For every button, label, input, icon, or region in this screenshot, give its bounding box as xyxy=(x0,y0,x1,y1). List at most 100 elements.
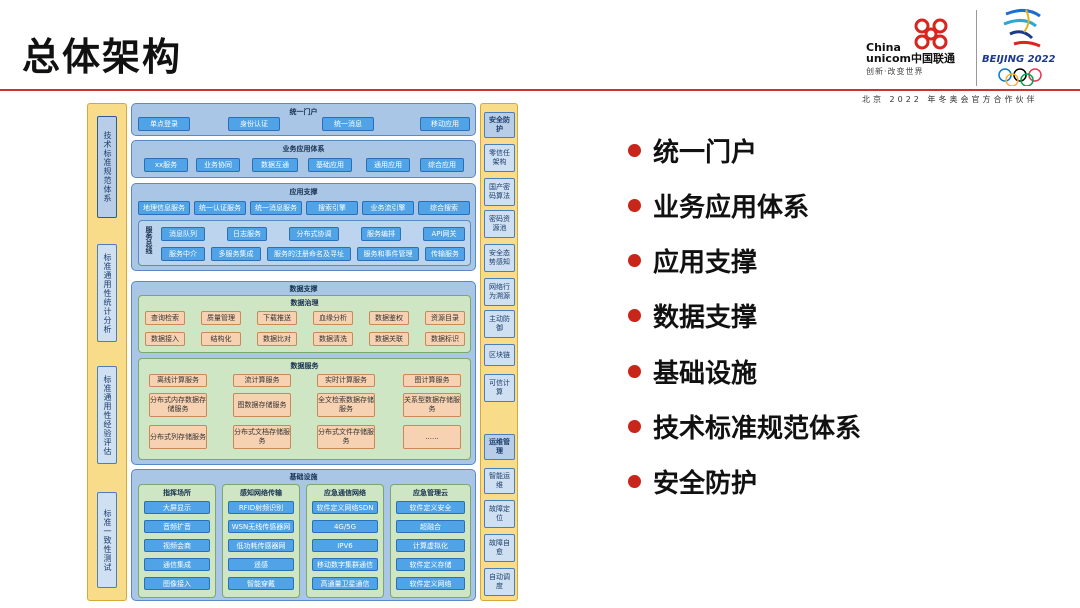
app-support-item-1: 地理信息服务 xyxy=(138,201,190,215)
right-bar-item-6: 网络行为溯源 xyxy=(484,278,515,306)
infra-col-4-item-4: 软件定义存储 xyxy=(396,558,465,571)
bullet-item-2: 业务应用体系 xyxy=(628,187,809,224)
app-support-layer: 应用支撑 地理信息服务 统一认证服务 统一消息服务 搜索引擎 业务流引擎 综合搜… xyxy=(131,183,476,271)
service-bus-group: 服务总线 消息队列 日志服务 分布式协调 服务编排 API网关 服务中介 多服务… xyxy=(138,220,471,266)
dataservice-item-7: 全文检索数据存储服务 xyxy=(317,393,375,417)
infra-col-3-item-3: IPV6 xyxy=(312,539,378,552)
infra-col-4-item-2: 超融合 xyxy=(396,520,465,533)
dataservice-item-8: 关系型数据存储服务 xyxy=(403,393,461,417)
page-title: 总体架构 xyxy=(22,35,183,79)
portal-item-3: 统一消息 xyxy=(322,117,374,131)
app-support-item-2: 统一认证服务 xyxy=(194,201,246,215)
dataservice-item-5: 分布式内存数据存储服务 xyxy=(149,393,207,417)
portal-item-4: 移动应用 xyxy=(420,117,470,131)
infra-col-2: 感知网络传输 RFID射频识别 WSN无线传感器网 低功耗传感器网 遥感 智能穿… xyxy=(222,484,300,598)
right-bar-item-7: 主动防御 xyxy=(484,310,515,338)
unicom-knot-icon xyxy=(914,18,948,50)
right-bar-item-9: 可信计算 xyxy=(484,374,515,402)
business-layer: 业务应用体系 xx服务 业务协同 数据互通 基础应用 通用应用 综合应用 xyxy=(131,140,476,178)
partner-caption: 北京 2022 年冬奥会官方合作伙伴 xyxy=(862,95,1038,104)
bus-item-8: 服务的注册命名及寻址 xyxy=(267,247,351,261)
infra-col-3-item-2: 4G/5G xyxy=(312,520,378,533)
bus-item-10: 传输服务 xyxy=(425,247,465,261)
data-governance-title: 数据治理 xyxy=(290,299,319,307)
bus-item-7: 多服务集成 xyxy=(211,247,261,261)
infra-col-1-item-1: 大屏显示 xyxy=(144,501,210,514)
infra-col-2-item-4: 遥感 xyxy=(228,558,294,571)
infra-col-4-item-1: 软件定义安全 xyxy=(396,501,465,514)
data-services-title: 数据服务 xyxy=(290,362,319,370)
unicom-wordmark: China unicom中国联通 xyxy=(866,41,955,65)
infra-col-2-item-1: RFID射频识别 xyxy=(228,501,294,514)
business-title: 业务应用体系 xyxy=(282,145,325,153)
bus-item-3: 分布式协调 xyxy=(289,227,339,241)
infra-col-4-item-3: 计算虚拟化 xyxy=(396,539,465,552)
right-bar-item-13: 故障自愈 xyxy=(484,534,515,562)
right-bar-item-5: 安全态势感知 xyxy=(484,244,515,272)
bus-item-4: 服务编排 xyxy=(361,227,401,241)
infra-col-3: 应急通信网络 软件定义网络SDN 4G/5G IPV6 移动数字集群通信 高通量… xyxy=(306,484,384,598)
right-bar-item-8: 区块链 xyxy=(484,344,515,366)
bullet-item-6: 技术标准规范体系 xyxy=(628,408,861,445)
portal-layer: 统一门户 单点登录 身份认证 统一消息 移动应用 xyxy=(131,103,476,136)
governance-item-7: 数据接入 xyxy=(145,332,185,346)
infra-col-1-item-5: 图像接入 xyxy=(144,577,210,590)
data-support-layer: 数据支撑 数据治理 查询检索 质量管理 下载推送 血缘分析 数据鉴权 资源目录 … xyxy=(131,281,476,465)
bullet-dot-icon xyxy=(628,254,641,267)
header-rule xyxy=(0,89,1080,91)
service-bus-label: 服务总线 xyxy=(145,226,153,254)
governance-item-12: 数据标识 xyxy=(425,332,465,346)
app-support-item-3: 统一消息服务 xyxy=(250,201,302,215)
infra-col-1-item-3: 视频会商 xyxy=(144,539,210,552)
right-bar-item-10: 运维管理 xyxy=(484,434,515,460)
bus-item-2: 日志服务 xyxy=(227,227,267,241)
governance-item-1: 查询检索 xyxy=(145,311,185,325)
bus-item-9: 服务和事件管理 xyxy=(357,247,419,261)
infra-col-1: 指挥场所 大屏显示 音频扩音 视频会商 通信集成 图像接入 xyxy=(138,484,216,598)
app-support-item-6: 综合搜索 xyxy=(418,201,470,215)
infra-col-4-item-5: 软件定义网络 xyxy=(396,577,465,590)
app-support-item-5: 业务流引擎 xyxy=(362,201,414,215)
bullet-item-7: 安全防护 xyxy=(628,463,757,500)
olympic-rings-icon xyxy=(998,68,1042,86)
data-support-title: 数据支撑 xyxy=(289,285,318,293)
dataservice-item-12: ...... xyxy=(403,425,461,449)
right-bar-item-3: 国产密码算法 xyxy=(484,178,515,206)
infra-layer: 基础设施 指挥场所 大屏显示 音频扩音 视频会商 通信集成 图像接入 感知网络传… xyxy=(131,469,476,601)
left-bar-item-4: 标准一致性测试 xyxy=(97,492,117,588)
dataservice-item-6: 图数据存储服务 xyxy=(233,393,291,417)
infra-col-1-item-2: 音频扩音 xyxy=(144,520,210,533)
right-security-bar: 安全防护 零信任架构 国产密码算法 密码资源池 安全态势感知 网络行为溯源 主动… xyxy=(480,103,518,601)
infra-col-3-title: 应急通信网络 xyxy=(324,489,366,497)
governance-item-6: 资源目录 xyxy=(425,311,465,325)
winter-olympics-emblem-icon xyxy=(1003,9,1041,48)
bullet-item-3: 应用支撑 xyxy=(628,242,757,279)
right-bar-item-11: 智能运维 xyxy=(484,468,515,494)
infra-col-2-title: 感知网络传输 xyxy=(240,489,282,497)
business-item-1: xx服务 xyxy=(144,158,188,172)
right-bar-item-4: 密码资源池 xyxy=(484,210,515,238)
left-bar-item-2: 标准通用性统计分析 xyxy=(97,244,117,342)
right-bar-item-1: 安全防护 xyxy=(484,112,515,138)
infra-col-3-item-5: 高通量卫星通信 xyxy=(312,577,378,590)
bullet-item-4: 数据支撑 xyxy=(628,297,757,334)
app-support-title: 应用支撑 xyxy=(289,188,318,196)
bullet-dot-icon xyxy=(628,309,641,322)
dataservice-item-10: 分布式文档存储服务 xyxy=(233,425,291,449)
bullet-dot-icon xyxy=(628,475,641,488)
dataservice-item-11: 分布式文件存储服务 xyxy=(317,425,375,449)
infra-col-2-item-2: WSN无线传感器网 xyxy=(228,520,294,533)
bullet-dot-icon xyxy=(628,199,641,212)
business-item-2: 业务协同 xyxy=(196,158,240,172)
business-item-4: 基础应用 xyxy=(308,158,352,172)
infra-title: 基础设施 xyxy=(289,473,318,481)
portal-title: 统一门户 xyxy=(289,108,318,116)
data-governance-group: 数据治理 查询检索 质量管理 下载推送 血缘分析 数据鉴权 资源目录 数据接入 … xyxy=(138,295,471,353)
governance-item-3: 下载推送 xyxy=(257,311,297,325)
infra-col-3-item-1: 软件定义网络SDN xyxy=(312,501,378,514)
dataservice-item-3: 实时计算服务 xyxy=(317,374,375,387)
governance-item-11: 数据关联 xyxy=(369,332,409,346)
beijing-2022-text: BEIJING 2022 xyxy=(982,54,1056,65)
infra-col-4-title: 应急管理云 xyxy=(413,489,448,497)
dataservice-item-1: 离线计算服务 xyxy=(149,374,207,387)
